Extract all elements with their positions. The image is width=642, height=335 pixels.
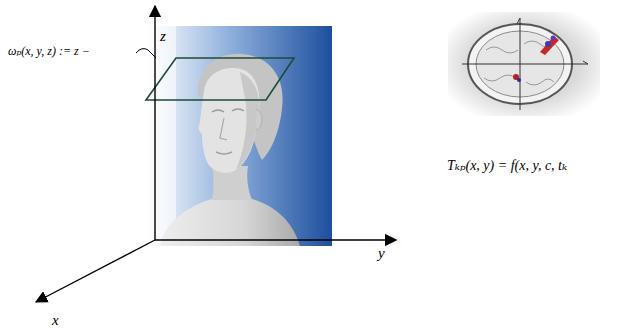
leader-line <box>136 49 156 58</box>
equation-label: Tₖₚ(x, y) = f(x, y, c, tₖ <box>447 158 567 173</box>
equation-label: ωₚ(x, y, z) := z − <box>8 45 90 58</box>
cutting-plane <box>146 58 294 100</box>
axis-label: z <box>160 28 166 45</box>
axis-label: y <box>378 245 385 262</box>
head-picture <box>146 26 332 246</box>
axes <box>36 6 396 302</box>
brain-slice-image <box>448 12 600 116</box>
axis-label: x <box>52 312 59 329</box>
